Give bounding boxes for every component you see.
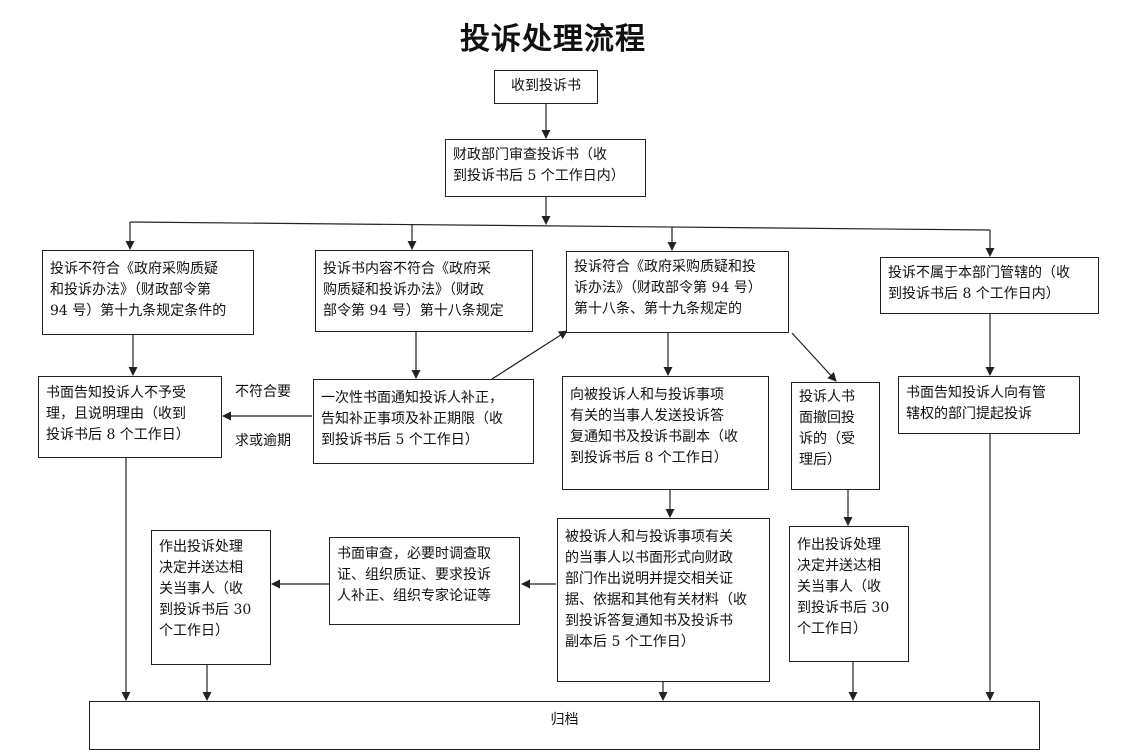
node-receive: 收到投诉书 [494,70,598,104]
node-review: 财政部门审查投诉书（收 到投诉书后 5 个工作日内） [445,139,646,197]
node-notify-jurisdiction: 书面告知投诉人向有管 辖权的部门提起投诉 [898,376,1080,434]
node-respondent-explain: 被投诉人和与投诉事项有关 的当事人以书面形式向财政 部门作出说明并提交相关证 据… [557,518,770,682]
line-distribution [129,221,991,231]
node-decision-left: 作出投诉处理 决定并送达相 关当事人（收 到投诉书后 30 个工作日） [151,530,271,665]
node-decision-right: 作出投诉处理 决定并送达相 关当事人（收 到投诉书后 30 个工作日） [789,526,909,662]
node-notify-reject: 书面告知投诉人不予受 理，且说明理由（收到 投诉书后 8 个工作日） [38,376,222,458]
arrow-correct-to-meet [491,330,568,380]
node-written-review: 书面审查，必要时调查取 证、组织质证、要求投诉 人补正、组织专家论证等 [329,537,520,625]
node-not-meet-19: 投诉不符合《政府采购质疑 和投诉办法》（财政部令第 94 号）第十九条规定条件的 [42,250,254,335]
edge-label-not-meet-1: 不符合要 [235,384,291,400]
node-send-copy: 向被投诉人和与投诉事项 有关的当事人发送投诉答 复通知书及投诉书副本（收 到投诉… [562,376,769,490]
node-content-not-meet-18: 投诉书内容不符合《政府采 购质疑和投诉办法》（财政 部令第 94 号）第十八条规… [315,250,533,332]
node-meet-18-19: 投诉符合《政府采购质疑和投 诉办法》（财政部令第 94 号） 第十八条、第十九条… [566,251,789,333]
page-title: 投诉处理流程 [460,22,646,57]
node-withdraw: 投诉人书 面撤回投 诉的（受 理后） [791,382,880,490]
node-archive: 归档 [89,701,1040,750]
node-not-jurisdiction: 投诉不属于本部门管辖的（收 到投诉书后 8 个工作日内） [880,257,1099,314]
arrow-to-withdraw [791,332,837,382]
node-notify-correct: 一次性书面通知投诉人补正， 告知补正事项及补正期限（收 到投诉书后 5 个工作日… [313,379,534,464]
edge-label-not-meet-2: 求或逾期 [235,433,291,449]
